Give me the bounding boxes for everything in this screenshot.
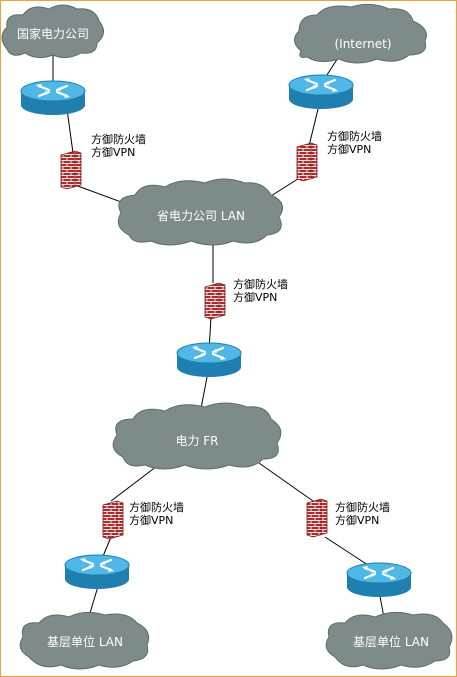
router-icon: [287, 73, 355, 111]
router-icon: [63, 553, 131, 591]
firewall-label-line2: 方御VPN: [327, 142, 371, 156]
link-fr-fw4: [110, 462, 162, 502]
cloud-icon: 省电力公司 LAN: [117, 178, 284, 246]
router-icon: [175, 341, 243, 379]
cloud-icon: 电力 FR: [112, 402, 282, 470]
firewall-label-line2: 方御VPN: [335, 513, 379, 527]
firewall-label-5: 方御防火墙 方御VPN: [335, 500, 390, 527]
cloud-icon: 基层单位 LAN: [19, 611, 150, 670]
link-fr-fw5: [258, 462, 314, 502]
firewall-label-line2: 方御VPN: [129, 513, 173, 527]
cloud-label-base-right: 基层单位 LAN: [353, 634, 429, 649]
firewall-label-2: 方御防火墙 方御VPN: [327, 129, 382, 156]
firewall-icon: [296, 142, 318, 182]
firewall-icon: [60, 150, 82, 190]
firewall-label-line1: 方御防火墙: [233, 277, 288, 291]
cloud-icon: 国家电力公司: [1, 4, 104, 59]
firewall-label-line2: 方御VPN: [233, 290, 277, 304]
link-router1-fw1: [66, 108, 74, 154]
cloud-label-provincial: 省电力公司 LAN: [157, 209, 245, 223]
router-icon: [345, 561, 413, 599]
cloud-label-national: 国家电力公司: [17, 26, 89, 41]
router-icon: [19, 79, 87, 117]
cloud-icon: (Internet): [294, 3, 427, 64]
cloud-label-fr: 电力 FR: [175, 434, 218, 448]
firewall-label-4: 方御防火墙 方御VPN: [129, 500, 184, 527]
cloud-icon: 基层单位 LAN: [325, 611, 453, 670]
link-fw5-router5: [324, 536, 372, 568]
firewall-label-line1: 方御防火墙: [335, 500, 390, 514]
firewall-icon: [102, 500, 124, 540]
firewall-label-3: 方御防火墙 方御VPN: [233, 277, 288, 304]
cloud-label-internet: (Internet): [334, 37, 391, 51]
firewall-label-1: 方御防火墙 方御VPN: [91, 132, 146, 159]
firewall-label-line1: 方御防火墙: [327, 129, 382, 143]
link-router2-fw2: [308, 104, 320, 147]
firewall-icon: [204, 282, 226, 320]
firewall-label-line1: 方御防火墙: [129, 500, 184, 514]
cloud-label-base-left: 基层单位 LAN: [47, 634, 123, 649]
firewall-icon: [306, 498, 328, 538]
firewall-label-line2: 方御VPN: [91, 145, 135, 159]
links: [52, 31, 386, 624]
firewall-label-line1: 方御防火墙: [91, 132, 146, 146]
